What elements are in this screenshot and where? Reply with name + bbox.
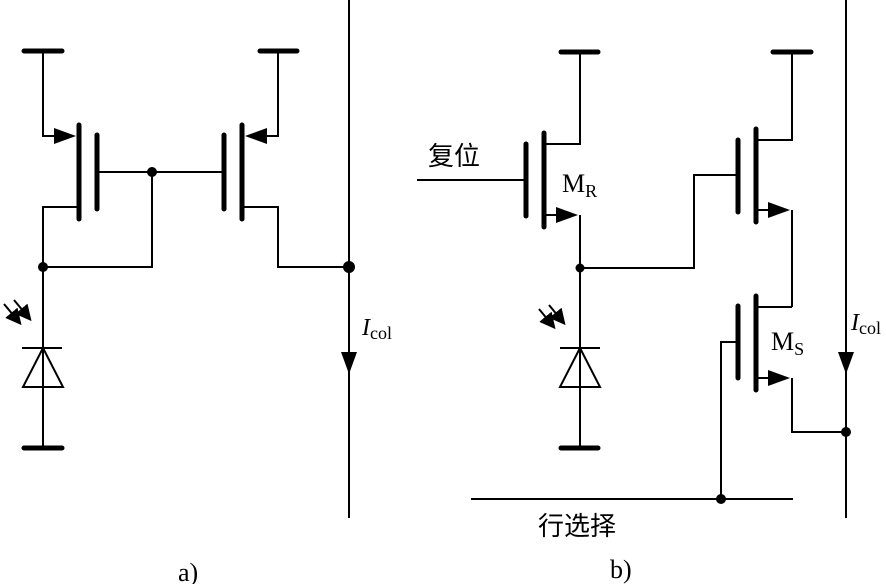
junction-node	[716, 494, 726, 504]
reset-label: 复位	[428, 142, 480, 172]
light-arrow-icon	[548, 304, 566, 326]
select-transistor	[720, 293, 846, 499]
light-arrow-icon	[3, 303, 22, 326]
photodiode-b	[538, 304, 602, 388]
caption-a: a)	[178, 558, 198, 584]
current-label-a: Icol	[361, 315, 392, 343]
select-transistor-label: MS	[771, 327, 804, 359]
source-arrow-icon	[768, 202, 790, 218]
source-arrow-icon	[245, 128, 267, 144]
photodiode-a	[3, 267, 65, 448]
source-arrow-icon	[54, 128, 76, 144]
row-select-label: 行选择	[538, 512, 616, 542]
current-direction-arrow-icon	[838, 352, 854, 374]
pmos-transistor-right	[221, 51, 349, 268]
source-arrow-icon	[768, 370, 790, 386]
current-direction-arrow-icon	[341, 352, 357, 374]
light-arrow-icon	[538, 308, 556, 330]
light-arrow-icon	[13, 299, 32, 322]
junction-node	[841, 427, 851, 437]
current-label-b: Icol	[850, 310, 881, 338]
source-follower-transistor	[735, 52, 793, 307]
junction-node	[343, 261, 355, 273]
panel-b: 复位 MR	[417, 0, 881, 584]
panel-a: Icol a)	[3, 0, 392, 584]
pmos-transistor-left	[42, 51, 100, 267]
reset-transistor-label: MR	[562, 169, 597, 201]
source-arrow-icon	[556, 207, 578, 223]
reset-transistor	[523, 52, 581, 448]
caption-b: b)	[610, 555, 632, 584]
